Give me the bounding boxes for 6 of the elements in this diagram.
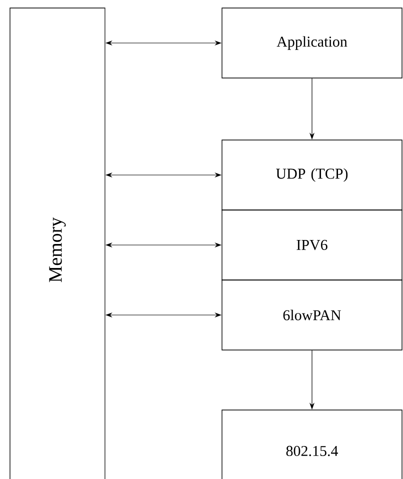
layer-box: Application: [222, 8, 402, 78]
layer-box: 802.15.4: [222, 410, 402, 479]
layer-box: UDP (TCP): [222, 140, 402, 210]
memory-block: Memory: [10, 8, 106, 479]
layer-box: 6lowPAN: [222, 280, 402, 350]
layer-box: IPV6: [222, 210, 402, 280]
